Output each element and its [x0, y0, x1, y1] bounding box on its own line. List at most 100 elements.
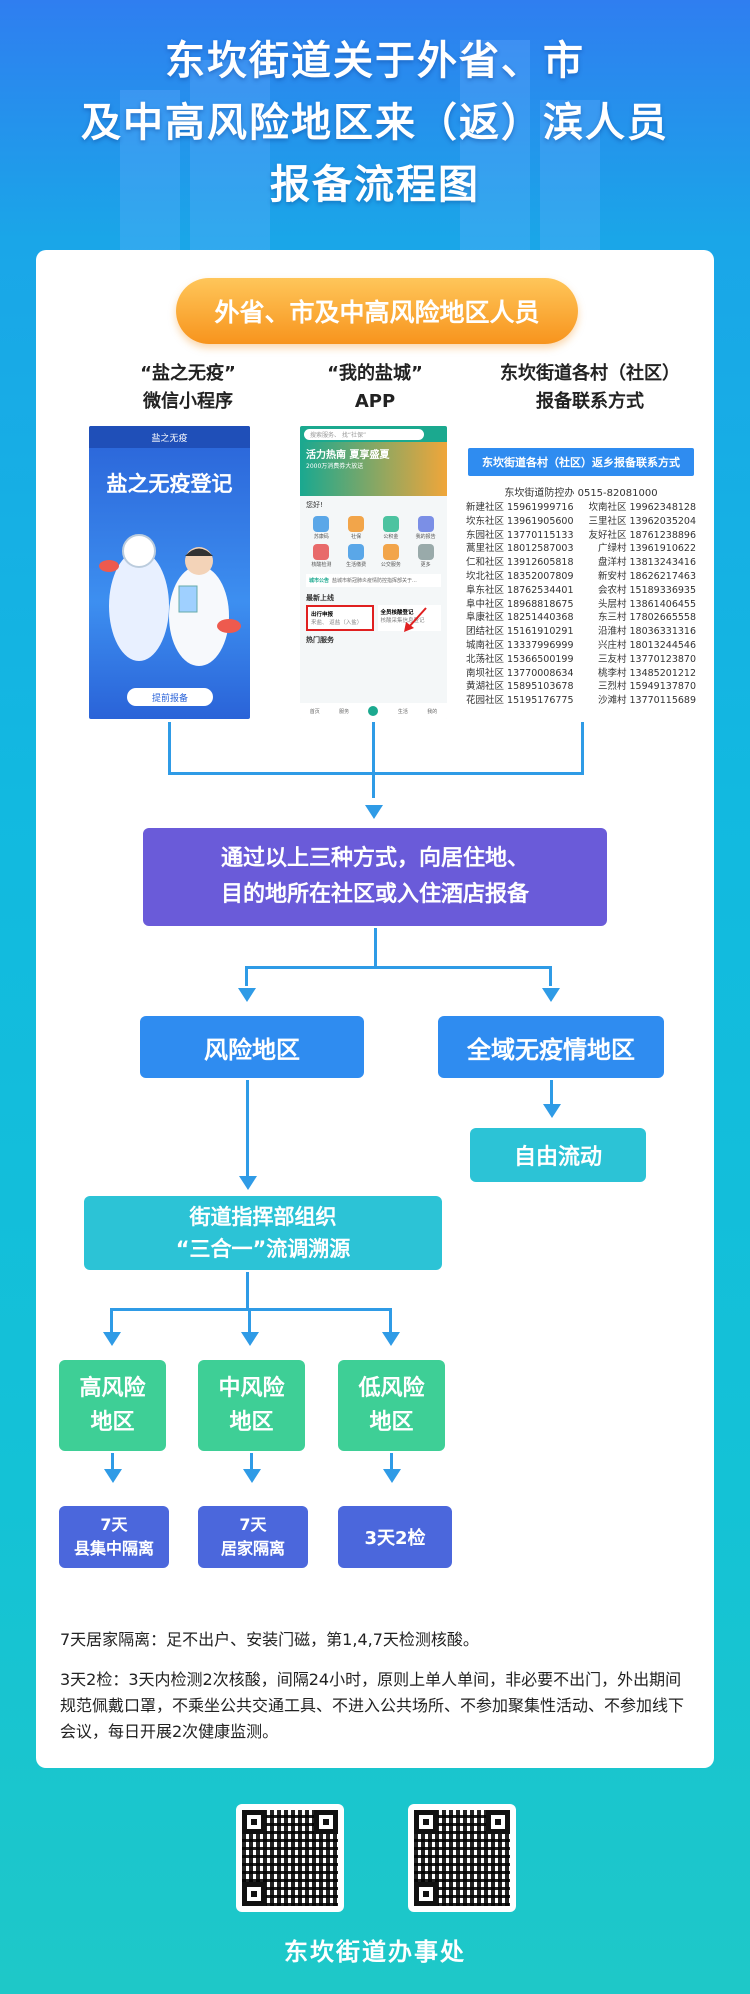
connector: [110, 1308, 113, 1332]
app-grid-item[interactable]: 生活缴费: [341, 544, 372, 568]
app-nav-mine[interactable]: 我的: [427, 708, 438, 715]
app-card-sub: 核酸采集信息登记: [380, 618, 425, 624]
app-nav-service[interactable]: 服务: [339, 708, 350, 715]
app-search-field[interactable]: 搜索服务、 找“社保”: [304, 428, 424, 440]
app-search-bar[interactable]: 搜索服务、 找“社保”: [300, 426, 447, 442]
app-grid-item[interactable]: 更多: [410, 544, 441, 568]
contacts-header: 东坎街道各村（社区）返乡报备联系方式: [468, 448, 694, 476]
connector: [389, 1308, 392, 1332]
background-building: [190, 60, 270, 250]
qr-finder: [242, 1810, 266, 1834]
contact-entry: 南坝社区 13770008634: [466, 667, 574, 679]
connector: [549, 966, 552, 986]
low-risk-box: 低风险 地区: [338, 1360, 445, 1451]
app-nav-center-icon[interactable]: [368, 706, 379, 716]
method-line: “盐之无疫”: [140, 363, 236, 384]
connector: [246, 1272, 249, 1310]
contact-entry: 三里社区 13962035204: [588, 515, 696, 527]
contact-entry: 广绿村 13961910622: [597, 543, 696, 555]
contact-entry: 兴庄村 18013244546: [597, 639, 696, 651]
doctor-illustration: [99, 534, 241, 666]
medium-risk-result: 7天 居家隔离: [198, 1506, 308, 1568]
app-grid-item[interactable]: 社保: [341, 516, 372, 540]
app-grid-label: 公交服务: [380, 562, 401, 568]
method-heading-contacts: 东坎街道各村（社区） 报备联系方式: [470, 360, 710, 416]
app-card-title: 出行申报: [311, 612, 334, 618]
report-step: 通过以上三种方式，向居住地、 目的地所在社区或入住酒店报备: [143, 828, 607, 926]
app-nav-home[interactable]: 首页: [309, 708, 320, 715]
miniprogram-screenshot: 盐之无疫 盐之无疫登记 提前报备: [89, 426, 250, 719]
connector: [248, 1308, 251, 1332]
result-line-1: 7天: [100, 1515, 128, 1534]
app-grid-item[interactable]: 公积金: [376, 516, 407, 540]
contact-entry: 友好社区 18761238896: [588, 529, 696, 541]
method-line: “我的盐城”: [327, 363, 423, 384]
risk-area-box: 风险地区: [140, 1016, 364, 1078]
contact-entry: 团结社区 15161910291: [466, 626, 574, 638]
app-bottom-nav: 首页 服务 生活 我的: [300, 703, 447, 719]
app-notice[interactable]: 城市公告 盐城市新冠肺炎疫情防控指挥部关于...: [306, 574, 441, 587]
app-card-title: 全员核酸登记: [380, 610, 414, 616]
command-line-1: 街道指挥部组织: [189, 1205, 337, 1229]
connector: [245, 966, 248, 986]
contact-entry: 桃李村 13485201212: [597, 667, 696, 679]
app-grid-icon: [417, 544, 434, 560]
note-three-day-test: 3天2检：3天内检测2次核酸，间隔24小时，原则上单人单间，非必要不出门，外出期…: [60, 1670, 685, 1741]
arrow-down-icon: [243, 1469, 261, 1483]
qr-finder: [414, 1882, 438, 1906]
app-card-travel-report[interactable]: 出行申报 来盐、 返盐（入盐）: [306, 605, 374, 631]
app-card-sub: 来盐、 返盐（入盐）: [311, 620, 363, 626]
connector: [372, 772, 375, 798]
contact-entry: 沿淮村 18036331316: [597, 626, 696, 638]
contact-entry: 头层村 13861406455: [597, 598, 696, 610]
app-grid-item[interactable]: 我的报告: [410, 516, 441, 540]
qr-finder: [486, 1810, 510, 1834]
contact-entry: 坎南社区 19962348128: [588, 502, 696, 513]
note-home-isolation: 7天居家隔离：足不出户、安装门磁，第1,4,7天检测核酸。: [60, 1630, 479, 1649]
method-line: 东坎街道各村（社区）: [500, 363, 680, 384]
arrow-down-icon: [383, 1469, 401, 1483]
footer-issuer: 东坎街道办事处: [284, 1938, 466, 1966]
result-line-1: 3天2检: [364, 1528, 426, 1549]
app-grid-label: 更多: [420, 562, 431, 568]
report-line-1: 通过以上三种方式，向居住地、: [220, 846, 529, 871]
command-box: 街道指挥部组织 “三合一”流调溯源: [84, 1196, 442, 1270]
app-grid-item[interactable]: 苏康码: [306, 516, 337, 540]
method-line: APP: [354, 391, 396, 412]
level-line-2: 地区: [369, 1409, 414, 1435]
contact-row: 南坝社区 13770008634 桃李村 13485201212: [466, 667, 696, 681]
miniprogram-banner: 盐之无疫登记: [106, 471, 233, 496]
background-building: [540, 100, 600, 250]
contact-entry: 黄湖社区 15895103678: [466, 681, 574, 693]
arrow-down-icon: [238, 988, 256, 1002]
low-risk-result: 3天2检: [338, 1506, 452, 1568]
safe-area-box: 全域无疫情地区: [438, 1016, 664, 1078]
app-grid-icon: [313, 516, 330, 532]
connector: [372, 722, 375, 774]
level-line-2: 地区: [90, 1409, 135, 1435]
connector: [246, 1080, 249, 1176]
app-cards: 出行申报 来盐、 返盐（入盐） 全员核酸登记 核酸采集信息登记: [300, 605, 447, 631]
app-nav-life[interactable]: 生活: [397, 708, 408, 715]
qr-pattern: [414, 1810, 510, 1906]
title-line-1: 东坎街道关于外省、市: [165, 38, 585, 84]
app-notice-label: 城市公告: [309, 578, 330, 584]
contact-row: 团结社区 15161910291 沿淮村 18036331316: [466, 625, 696, 639]
title-line-3: 报备流程图: [270, 162, 480, 208]
app-grid-label: 社保: [351, 534, 362, 540]
app-section-title-2: 热门服务: [306, 636, 334, 644]
app-grid-item[interactable]: 公交服务: [376, 544, 407, 568]
high-risk-result: 7天 县集中隔离: [59, 1506, 169, 1568]
app-grid-item[interactable]: 核酸检测: [306, 544, 337, 568]
contacts-office: 东坎街道防控办 0515-82081000: [504, 488, 658, 499]
background-building: [120, 90, 180, 250]
miniprogram-report-button[interactable]: 提前报备: [127, 688, 213, 706]
app-section-title: 最新上线: [306, 594, 334, 602]
app-grid-icon: [382, 544, 399, 560]
